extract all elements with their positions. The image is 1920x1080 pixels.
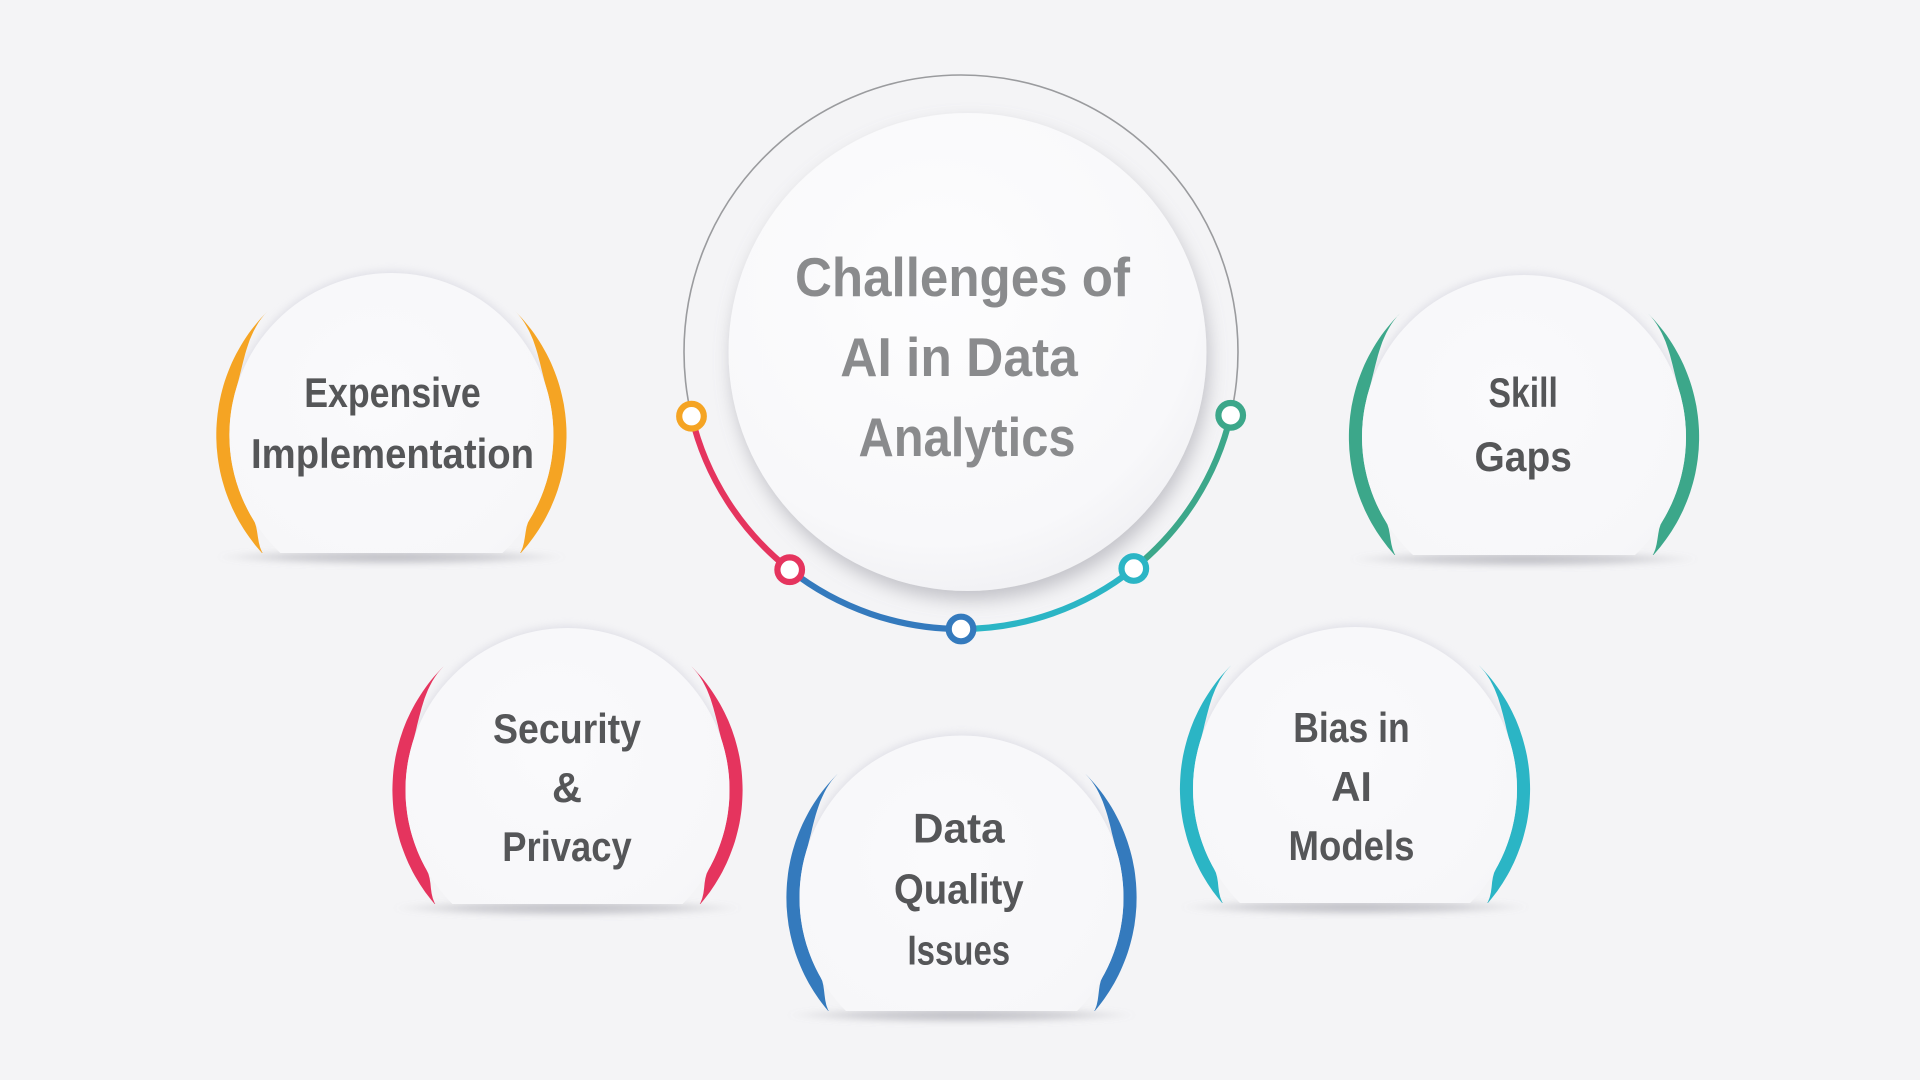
svg-text:Privacy: Privacy bbox=[502, 823, 631, 870]
svg-text:Challenges of: Challenges of bbox=[795, 246, 1131, 308]
svg-text:Security: Security bbox=[493, 705, 641, 752]
svg-text:Issues: Issues bbox=[907, 927, 1010, 974]
svg-text:Expensive: Expensive bbox=[304, 369, 481, 416]
svg-text:&: & bbox=[552, 764, 582, 811]
svg-text:Quality: Quality bbox=[894, 866, 1024, 913]
svg-text:Gaps: Gaps bbox=[1475, 433, 1572, 480]
svg-text:AI in Data: AI in Data bbox=[840, 326, 1078, 388]
svg-text:Implementation: Implementation bbox=[251, 430, 534, 477]
svg-text:Skill: Skill bbox=[1489, 369, 1558, 416]
svg-text:Data: Data bbox=[913, 805, 1006, 852]
svg-text:Models: Models bbox=[1289, 822, 1415, 869]
svg-text:Analytics: Analytics bbox=[859, 406, 1076, 468]
svg-text:Bias in: Bias in bbox=[1293, 704, 1409, 751]
svg-text:AI: AI bbox=[1331, 763, 1372, 810]
